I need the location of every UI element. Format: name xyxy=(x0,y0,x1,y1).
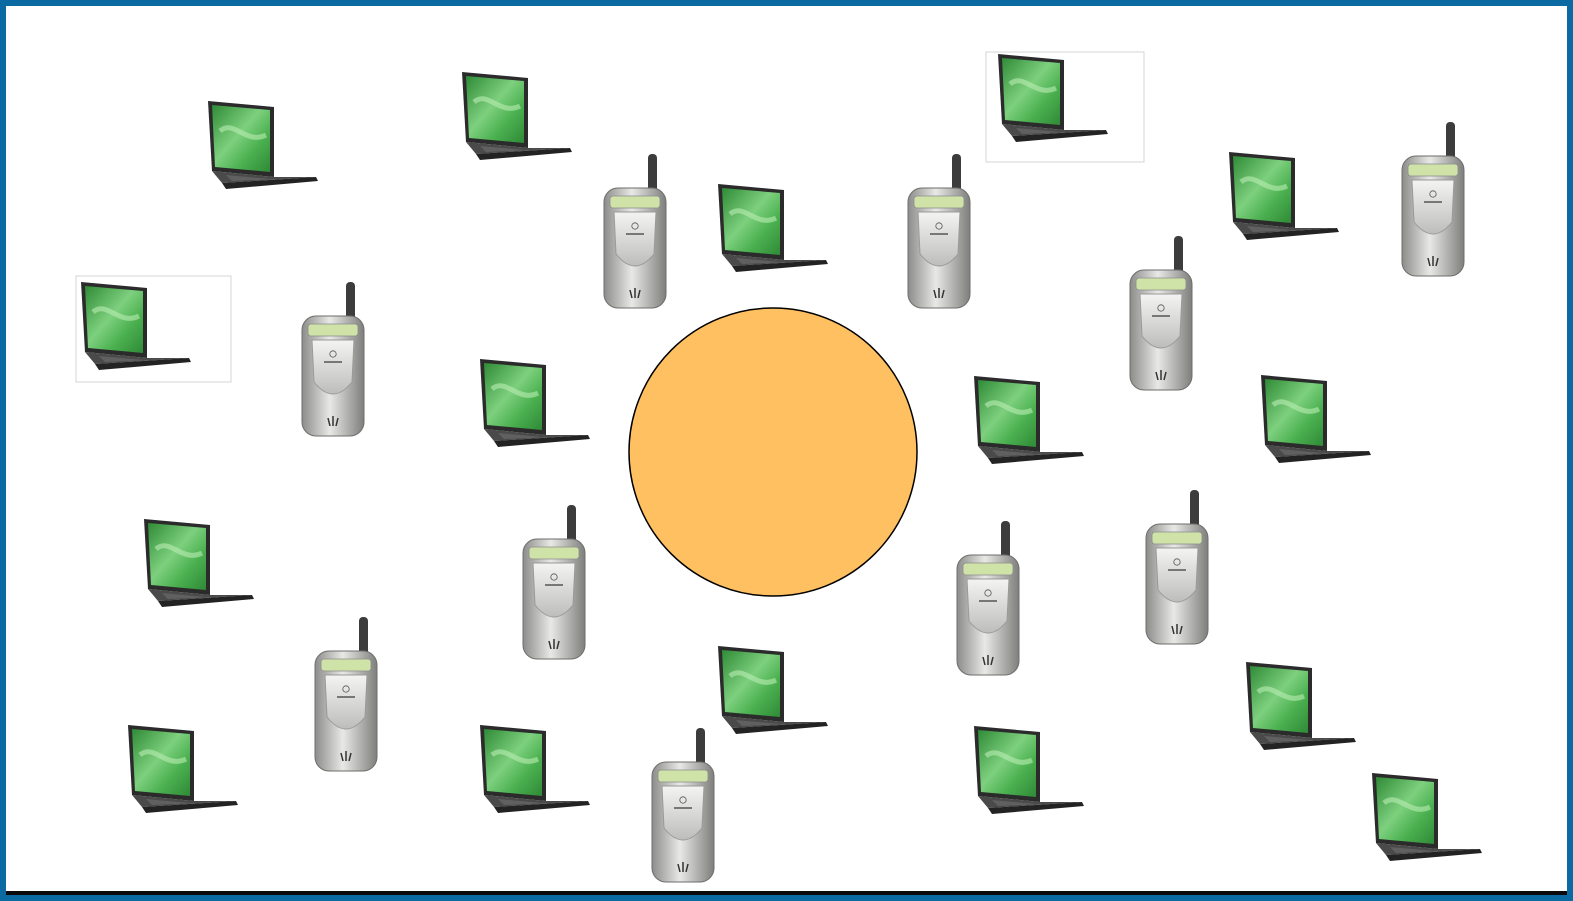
phone-icon xyxy=(957,521,1019,675)
laptop-icon xyxy=(208,101,318,189)
laptop-icon xyxy=(144,519,254,607)
phone-icon xyxy=(1130,236,1192,390)
laptop-icon xyxy=(718,646,828,734)
network-diagram xyxy=(6,6,1567,895)
central-node xyxy=(629,308,917,596)
laptop-icon xyxy=(1246,662,1356,750)
laptop-icon xyxy=(462,72,572,160)
laptop-icon xyxy=(480,359,590,447)
phone-icon xyxy=(652,728,714,882)
phone-icon xyxy=(1146,490,1208,644)
laptop-icon xyxy=(128,725,238,813)
laptop-icon xyxy=(1372,773,1482,861)
phone-icon xyxy=(908,154,970,308)
phone-icon xyxy=(604,154,666,308)
phone-icon xyxy=(302,282,364,436)
phone-icon xyxy=(523,505,585,659)
laptop-icon xyxy=(974,376,1084,464)
laptop-icon xyxy=(718,184,828,272)
laptop-icon xyxy=(1261,375,1371,463)
phone-icon xyxy=(315,617,377,771)
phone-icon xyxy=(1402,122,1464,276)
laptop-icon xyxy=(974,726,1084,814)
laptop-icon xyxy=(480,725,590,813)
laptop-icon xyxy=(1229,152,1339,240)
